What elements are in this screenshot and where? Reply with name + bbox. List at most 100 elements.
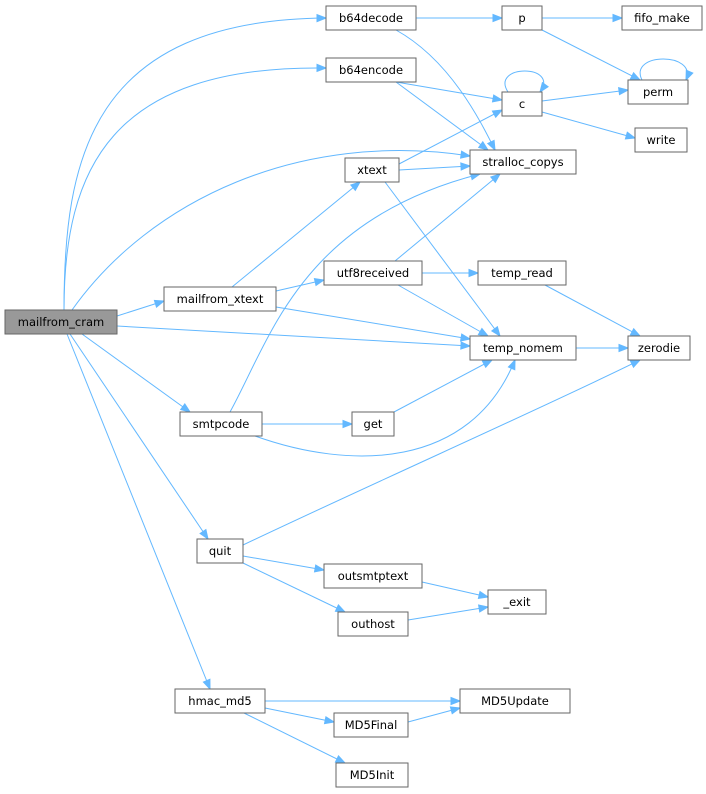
node-label: MD5Update xyxy=(481,694,549,708)
node-box xyxy=(335,762,409,788)
edge-smtpcode-to-get xyxy=(262,419,354,429)
node-box xyxy=(469,149,577,175)
edge-quit-to-zerodie xyxy=(242,359,642,546)
node-box xyxy=(337,611,409,637)
edge-mailfrom-cram-to-mailfrom-xtext xyxy=(116,299,166,317)
node-outhost[interactable]: outhost xyxy=(337,611,409,637)
node-box xyxy=(351,411,395,437)
node-label: utf8received xyxy=(337,266,410,280)
node-label: smtpcode xyxy=(193,417,250,431)
edge-mailfrom-cram-to-b64decode xyxy=(63,13,328,311)
node-box xyxy=(501,91,543,117)
node-c[interactable]: c xyxy=(501,91,543,117)
node-write[interactable]: write xyxy=(634,127,688,153)
edge-utf8received-to-stralloc-copys xyxy=(394,173,502,262)
edge-b64decode-to-p xyxy=(416,13,504,23)
node-label: p xyxy=(518,11,525,25)
edge-smtpcode-to-temp-nomem xyxy=(254,358,516,457)
node-md5init[interactable]: MD5Init xyxy=(335,762,409,788)
node-box xyxy=(627,335,691,361)
edge-outhost-to--exit xyxy=(407,604,490,621)
node-utf8received[interactable]: utf8received xyxy=(323,260,423,286)
node--exit[interactable]: _exit xyxy=(487,589,547,615)
node-label: MD5Init xyxy=(350,768,395,782)
edge-mailfrom-cram-to-hmac-md5 xyxy=(66,333,211,691)
edge-mailfrom-xtext-to-utf8received xyxy=(275,277,326,292)
edge-mailfrom-cram-to-smtpcode xyxy=(81,333,192,413)
node-box xyxy=(325,5,417,31)
edge-outsmtptext-to--exit xyxy=(421,581,490,600)
node-box xyxy=(459,688,571,714)
edge-b64encode-to-c xyxy=(395,81,504,103)
node-box xyxy=(621,5,703,31)
node-label: temp_read xyxy=(491,266,553,280)
edge-xtext-to-temp-nomem xyxy=(384,181,501,338)
edge-utf8received-to-temp-read xyxy=(422,268,480,278)
edge-mailfrom-xtext-to-temp-nomem xyxy=(275,306,472,342)
node-b64decode[interactable]: b64decode xyxy=(325,5,417,31)
node-label: zerodie xyxy=(638,341,680,355)
edge-xtext-to-c xyxy=(398,109,504,165)
node-temp-read[interactable]: temp_read xyxy=(477,260,567,286)
node-box xyxy=(323,563,423,589)
node-get[interactable]: get xyxy=(351,411,395,437)
node-stralloc-copys[interactable]: stralloc_copys xyxy=(469,149,577,175)
edge-mailfrom-xtext-to-xtext xyxy=(231,181,362,288)
node-box xyxy=(174,688,266,714)
node-hmac-md5[interactable]: hmac_md5 xyxy=(174,688,266,714)
node-label: c xyxy=(519,97,525,111)
edge-md5final-to-md5update xyxy=(407,706,462,723)
edge-c-to-c xyxy=(504,70,549,94)
node-p[interactable]: p xyxy=(501,5,543,31)
edge-p-to-perm xyxy=(541,29,642,81)
node-box xyxy=(634,127,688,153)
node-label: mailfrom_cram xyxy=(18,315,104,329)
edge-b64decode-to-stralloc-copys xyxy=(395,29,496,152)
edge-c-to-write xyxy=(541,111,637,140)
edge-b64encode-to-stralloc-copys xyxy=(395,81,490,151)
node-label: quit xyxy=(209,544,232,558)
node-outsmtptext[interactable]: outsmtptext xyxy=(323,563,423,589)
node-box xyxy=(344,157,400,183)
node-md5final[interactable]: MD5Final xyxy=(333,712,409,738)
edge-mailfrom-cram-to-temp-nomem xyxy=(116,325,472,350)
edge-temp-read-to-zerodie xyxy=(544,284,642,337)
node-zerodie[interactable]: zerodie xyxy=(627,335,691,361)
node-box xyxy=(323,260,423,286)
node-temp-nomem[interactable]: temp_nomem xyxy=(469,335,577,361)
node-box xyxy=(179,411,263,437)
edge-get-to-temp-nomem xyxy=(393,359,494,413)
node-label: write xyxy=(647,133,676,147)
node-perm[interactable]: perm xyxy=(627,79,689,105)
node-fifo-make[interactable]: fifo_make xyxy=(621,5,703,31)
edge-utf8received-to-temp-nomem xyxy=(397,284,490,337)
edge-mailfrom-cram-to-b64encode xyxy=(63,63,328,311)
edge-mailfrom-cram-to-quit xyxy=(69,333,209,541)
node-box xyxy=(487,589,547,615)
node-md5update[interactable]: MD5Update xyxy=(459,688,571,714)
call-graph-nodes: mailfrom_cram b64decode b64encode p fifo_mak… xyxy=(4,5,703,788)
node-box xyxy=(477,260,567,286)
call-graph-edges xyxy=(63,13,694,764)
node-label: b64decode xyxy=(339,11,403,25)
node-smtpcode[interactable]: smtpcode xyxy=(179,411,263,437)
node-label: _exit xyxy=(502,595,531,609)
node-xtext[interactable]: xtext xyxy=(344,157,400,183)
edge-perm-to-perm xyxy=(639,58,694,82)
node-box xyxy=(469,335,577,361)
node-box xyxy=(333,712,409,738)
node-label: xtext xyxy=(357,163,387,177)
edge-p-to-fifo-make xyxy=(542,13,624,23)
edge-xtext-to-stralloc-copys xyxy=(398,162,472,171)
node-quit[interactable]: quit xyxy=(196,538,244,564)
edge-mailfrom-cram-to-stralloc-copys xyxy=(71,150,472,311)
node-box xyxy=(501,5,543,31)
edge-c-to-perm xyxy=(541,87,630,102)
node-label: temp_nomem xyxy=(483,341,563,355)
node-b64encode[interactable]: b64encode xyxy=(325,57,417,83)
node-label: stralloc_copys xyxy=(482,155,563,169)
node-box xyxy=(627,79,689,105)
node-box xyxy=(325,57,417,83)
node-mailfrom-xtext[interactable]: mailfrom_xtext xyxy=(163,286,277,312)
